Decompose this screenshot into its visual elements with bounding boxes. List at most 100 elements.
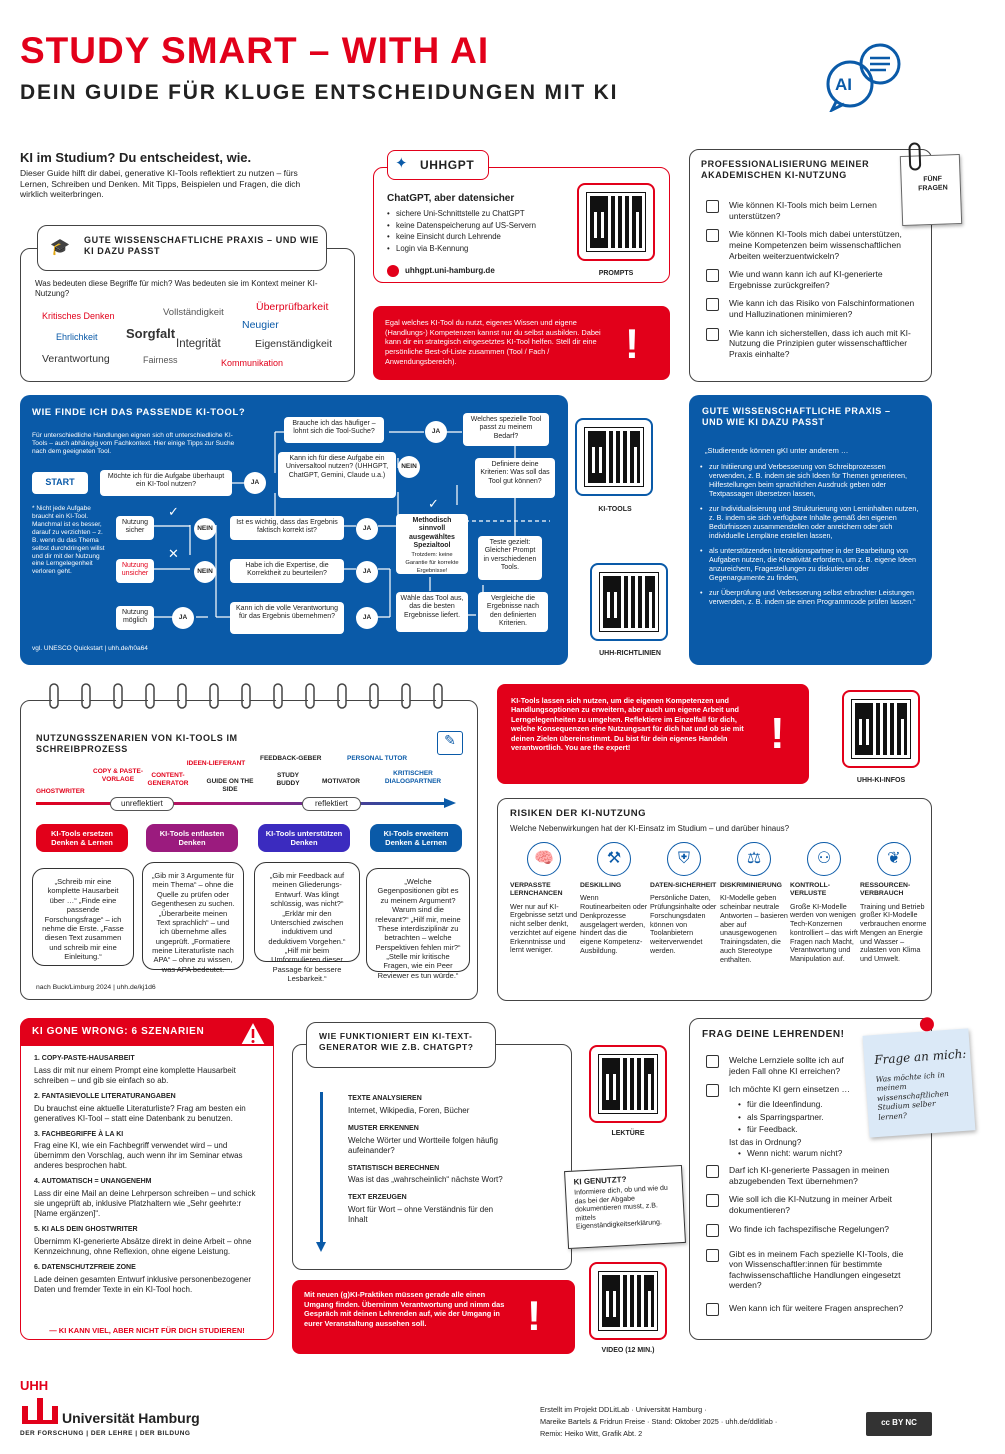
flow-yes: JA [356,607,378,629]
flow-start-button[interactable]: START [32,472,88,494]
gwp-quote-item: zur Individualisierung und Strukturierun… [700,504,922,540]
gwp-question: Was bedeuten diese Begriffe für mich? Wa… [35,279,318,298]
warning-triangle-icon [238,1018,268,1048]
checkbox[interactable] [706,1055,719,1068]
qr-code-video[interactable] [598,1271,658,1331]
qr-code-lektuere[interactable] [598,1054,658,1114]
checkbox[interactable] [706,1165,719,1179]
pill-extend: KI-Tools erweitern Denken & Lernen [370,824,462,852]
word-care: Sorgfalt [126,326,176,341]
checkbox[interactable] [706,200,719,213]
ask-question[interactable]: Wen kann ich für weitere Fragen ansprech… [706,1303,916,1317]
role-ideas: IDEEN-LIEFERANT [186,760,246,767]
prof-question[interactable]: Wie kann ich sicherstellen, dass ich auc… [706,327,921,360]
flow-q-responsibility: Kann ich die volle Verantwortung für das… [230,602,344,634]
pencil-icon: ✎ [437,731,463,755]
gone-wrong-header [20,1018,274,1046]
scale-label-reflected: reflektiert [302,797,361,811]
flow-yes: JA [244,472,266,494]
ask-sublist: für die Ideenfindung. als Sparringspartn… [738,1099,916,1134]
warning-box-3 [292,1280,575,1354]
ask-question[interactable]: Ich möchte KI gern einsetzen … [706,1084,916,1098]
checkbox[interactable] [706,298,719,312]
exclamation-icon: ! [625,320,639,367]
qr-code-infos[interactable] [851,699,911,759]
uhhgpt-link[interactable]: uhhgpt.uni-hamburg.de [405,266,495,275]
uni-tagline: DER FORSCHUNG | DER LEHRE | DER BILDUNG [20,1430,191,1437]
paperclip-icon [908,142,922,171]
checkbox[interactable] [706,229,719,243]
link-icon [387,265,399,277]
uhhgpt-feature: keine Datenspeicherung auf US-Servern [387,221,567,231]
uhhgpt-title: UHHGPT [420,158,475,172]
ask-question[interactable]: Gibt es in meinem Fach spezielle KI-Tool… [706,1248,916,1292]
uhhgpt-feature: keine Einsicht durch Lehrende [387,232,567,242]
credit-line-3: Remix: Heiko Witt, Grafik Abt. 2 [540,1429,643,1438]
prof-question[interactable]: Wie und wann kann ich auf KI-generierte … [706,269,921,290]
ask-followup: Ist das in Ordnung? [729,1137,802,1148]
flowchart-note: * Nicht jede Aufgabe braucht ein KI-Tool… [32,505,105,576]
ki-genutzt-text: Informiere dich, ob und wie du das bei d… [574,1184,669,1231]
page-subtitle: DEIN GUIDE FÜR KLUGE ENTSCHEIDUNGEN MIT … [20,81,619,104]
textgen-arrow [320,1092,323,1242]
gwp-quote-item: als unterstützenden Interaktionspartner … [700,546,922,582]
prof-question[interactable]: Wie können KI-Tools mich beim Lernen unt… [706,200,921,221]
scale-arrow [36,802,446,805]
flow-no: NEIN [194,518,216,540]
prof-question[interactable]: Wie können KI-Tools mich dabei unterstüt… [706,229,921,261]
checkbox[interactable] [706,1248,719,1262]
qr-code-prompts[interactable] [586,192,646,252]
word-integrity: Integrität [176,338,221,350]
ask-questions: Welche Lernziele sollte ich auf jeden Fa… [706,1055,916,1324]
textgen-header: WIE FUNKTIONIERT EIN KI-TEXT-GENERATOR W… [306,1022,496,1068]
checkbox[interactable] [706,327,719,341]
checkbox[interactable] [706,1303,719,1317]
bubble-replace: „Schreib mir eine komplette Hausarbeit ü… [32,868,134,966]
exclamation-icon: ! [770,709,785,758]
scenarios-title: NUTZUNGSSZENARIEN VON KI-TOOLS IM SCHREI… [36,733,238,755]
checkbox[interactable] [706,1194,719,1208]
flow-no: NEIN [194,561,216,583]
qr-code-ki-tools[interactable] [584,427,644,487]
textgen-arrowhead [316,1242,326,1252]
pill-relieve: KI-Tools entlasten Denken [146,824,238,852]
gwp-quote-item: zur Überprüfung und Verbesserung selbst … [700,588,922,606]
flow-q-special: Welches spezielle Tool passt zu meinem B… [463,413,549,446]
checkbox[interactable] [706,1223,719,1237]
risks-box [497,798,932,1001]
warning-text-3: Mit neuen (g)KI-Praktiken müssen gerade … [304,1290,505,1328]
prof-box [689,149,932,382]
scale-label-unreflected: unreflektiert [110,797,174,811]
ki-genutzt-note: KI GENUTZT? Informiere dich, ob und wie … [564,1164,686,1250]
gwp-quote-list: zur Initiierung und Verbesserung von Sch… [700,462,922,608]
brain-icon: 🧠 [527,842,561,876]
warning-box-2 [497,684,809,784]
tools-icon: ⚒ [597,842,631,876]
role-feedback: FEEDBACK-GEBER [260,755,322,762]
word-complete: Vollständigkeit [163,307,224,318]
bubble-relieve: „Gib mir 3 Argumente für mein Thema“ – o… [142,862,244,974]
uhhgpt-sub: ChatGPT, aber datensicher [387,193,515,204]
checkbox[interactable] [706,269,719,283]
ask-question[interactable]: Wo finde ich fachspezifische Regelungen? [706,1223,916,1237]
ask-question[interactable]: Welche Lernziele sollte ich auf jeden Fa… [706,1055,856,1076]
qr-label-infos: UHH-KI-INFOS [856,777,906,784]
ask-question[interactable]: Wie soll ich die KI-Nutzung in meiner Ar… [706,1194,916,1215]
qr-code-richtlinien[interactable] [599,572,659,632]
prof-question[interactable]: Wie kann ich das Risiko von Falschinform… [706,298,921,319]
checkbox[interactable] [706,1084,719,1098]
sparkle-icon: ✦ [395,155,408,172]
uhhgpt-features: sichere Uni-Schnittstelle zu ChatGPT kei… [387,209,567,256]
flow-use-unsafe: Nutzung unsicher [116,559,154,583]
prof-questions: Wie können KI-Tools mich beim Lernen unt… [706,200,921,368]
uhhgpt-feature: Login via B-Kennung [387,244,567,254]
pill-support: KI-Tools unterstützen Denken [258,824,350,852]
scenarios-source: nach Buck/Limburg 2024 | uhh.de/kj1d6 [36,984,156,991]
ask-question[interactable]: Darf ich KI-generierte Passagen in meine… [706,1165,916,1186]
